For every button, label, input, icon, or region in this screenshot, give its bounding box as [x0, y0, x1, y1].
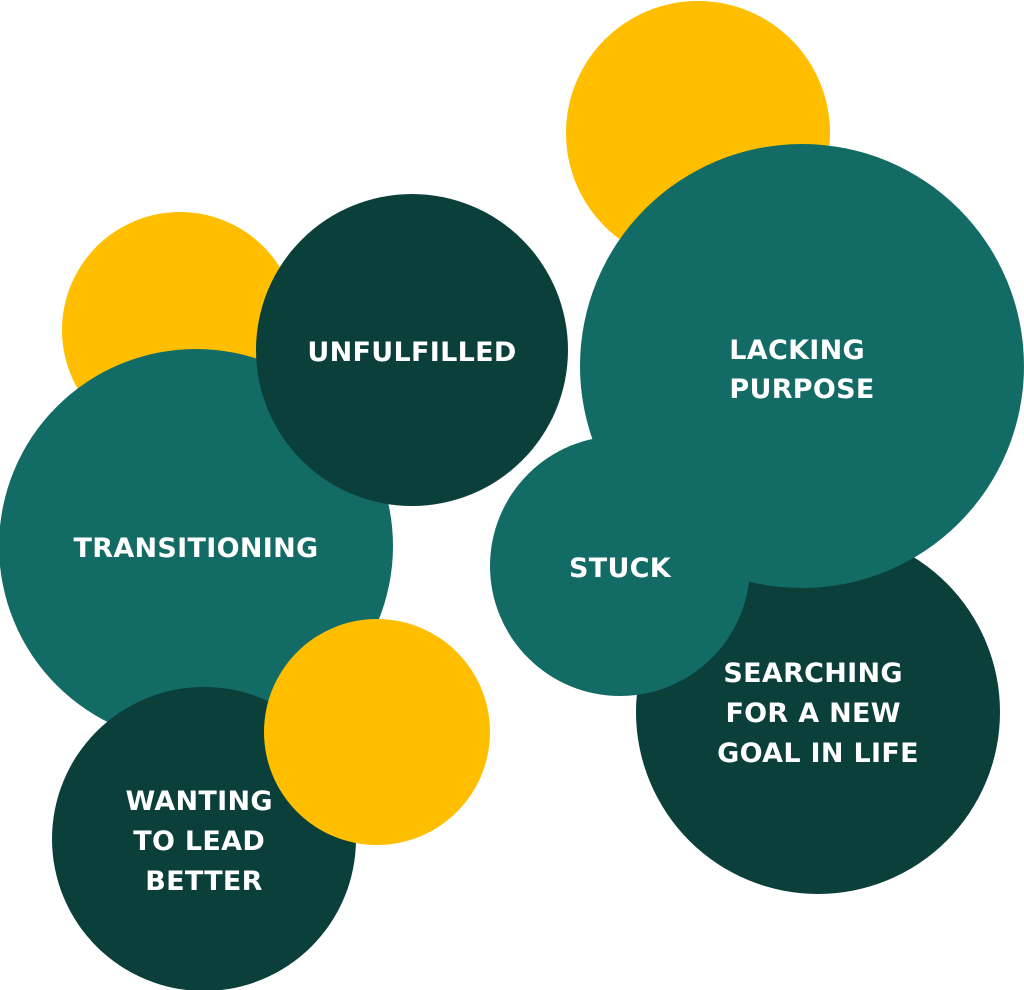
label-stuck: STUCK — [569, 553, 672, 584]
bubble-unfulfilled — [256, 194, 568, 506]
label-lacking-purpose: LACKING PURPOSE — [729, 335, 874, 405]
yellow-circle-bottom — [264, 619, 490, 845]
label-transitioning: TRANSITIONING — [74, 533, 319, 564]
bubble-stuck — [490, 436, 750, 696]
label-wanting: WANTING TO LEAD BETTER — [125, 786, 282, 897]
label-unfulfilled: UNFULFILLED — [307, 337, 516, 368]
label-searching: SEARCHING FOR A NEW GOAL IN LIFE — [717, 658, 919, 769]
